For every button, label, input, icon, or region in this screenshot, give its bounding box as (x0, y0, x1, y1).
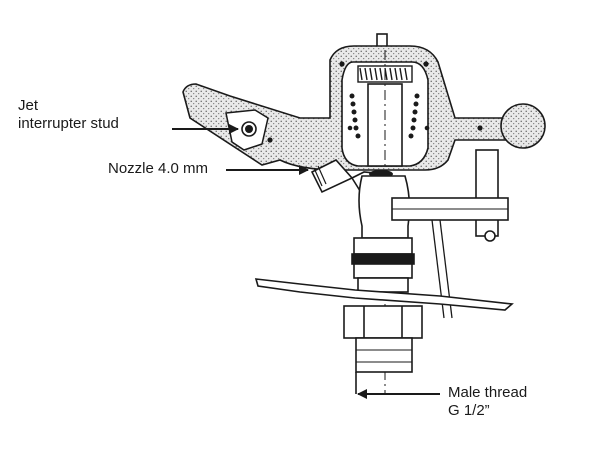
bearing-rings (351, 237, 415, 293)
label-thread-line1: Male thread (448, 384, 528, 401)
bearing-beads (267, 61, 483, 143)
male-thread (355, 337, 413, 394)
counterweight-ball (500, 103, 546, 149)
interrupter-stud (225, 109, 269, 151)
bracket (391, 149, 509, 319)
label-male-thread: Male thread G 1/2” (448, 384, 527, 420)
label-nozzle: Nozzle 4.0 mm (108, 160, 209, 177)
deflector-plate (254, 278, 514, 311)
label-jet-line1: Jet (18, 97, 39, 114)
hex-nut (343, 305, 423, 339)
label-jet-line2: interrupter stud (18, 115, 119, 132)
label-jet-interrupter-stud: Jet interrupter stud (18, 97, 119, 133)
label-thread-line2: G 1/2” (448, 402, 490, 419)
